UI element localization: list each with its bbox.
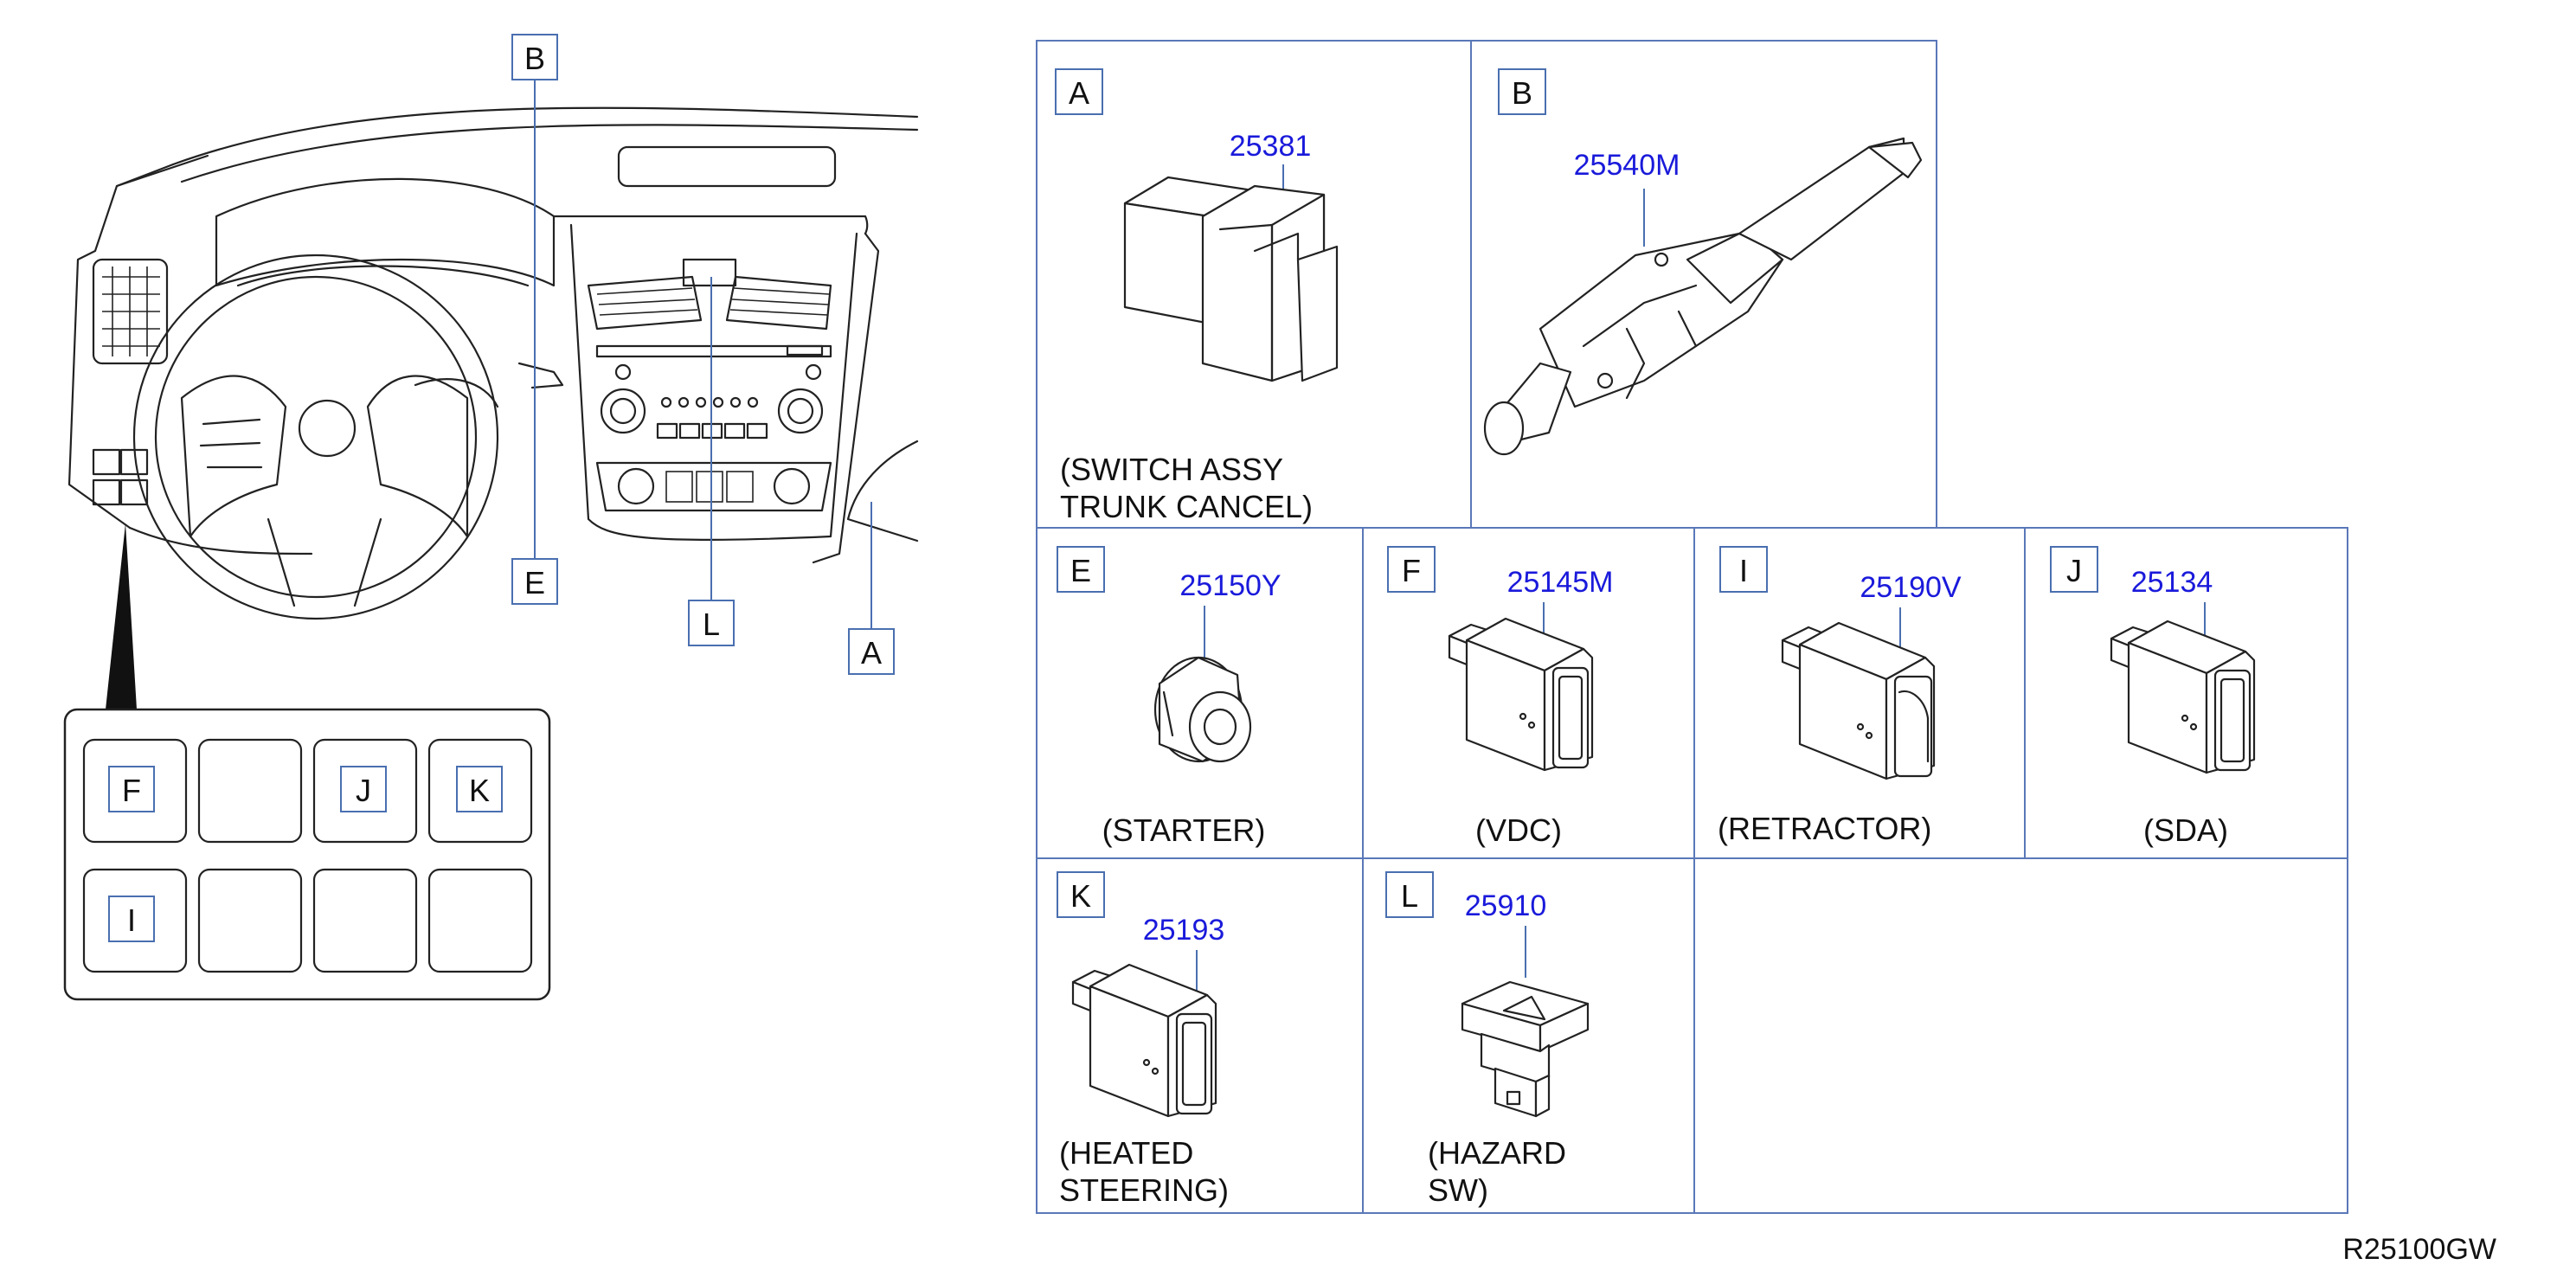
switch-slot-k[interactable] [456, 766, 503, 812]
panel-i-letter-box [1719, 546, 1768, 593]
panel-b-letter: B [1512, 75, 1532, 111]
panel-l-letter-box [1385, 871, 1434, 918]
callout-b-letter: B [524, 41, 545, 76]
panel-j-part-number[interactable]: 25134 [2131, 566, 2213, 599]
panel-a-caption-1: (SWITCH ASSY [1060, 452, 1283, 487]
switch-slot-f-letter: F [122, 773, 141, 808]
switch-slot-j[interactable] [340, 766, 387, 812]
panel-i-caption: (RETRACTOR) [1718, 811, 1931, 846]
panel-a-part-number[interactable]: 25381 [1230, 130, 1312, 163]
panel-l-letter: L [1401, 878, 1418, 914]
callout-b[interactable] [511, 34, 558, 80]
panel-b[interactable]: B 25540M [1483, 68, 1923, 456]
combination-switch-drawing [1483, 137, 1923, 456]
panel-e-letter-box [1057, 546, 1105, 593]
panel-a-letter: A [1069, 75, 1089, 111]
panel-e-caption: (STARTER) [1102, 812, 1266, 848]
panel-k-letter: K [1070, 878, 1091, 914]
panel-b-part-number[interactable]: 25540M [1574, 149, 1680, 182]
panel-k-caption-1: (HEATED [1059, 1135, 1193, 1171]
dashboard-illustration [67, 106, 919, 709]
switch-slot-f[interactable] [108, 766, 155, 812]
reference-code: R25100GW [2342, 1233, 2496, 1266]
switch-slot-k-letter: K [469, 773, 490, 808]
switch-slot-i-letter: I [127, 902, 136, 938]
vdc-switch-drawing [1448, 617, 1594, 772]
panel-a[interactable]: A 25381 (SWITCH ASSY TRUNK CANCEL) [1055, 68, 1339, 524]
panel-j-caption: (SDA) [2143, 812, 2228, 848]
callout-e-letter: E [524, 565, 545, 600]
panel-k[interactable]: K 25193 (HEATED STEERING) [1057, 871, 1229, 1208]
callout-l-letter: L [703, 607, 720, 642]
panel-k-part-number[interactable]: 25193 [1143, 914, 1225, 947]
panel-j-letter-box [2050, 546, 2098, 593]
panel-j-letter: J [2066, 553, 2082, 588]
panel-f[interactable]: F 25145M (VDC) [1387, 546, 1614, 848]
panel-l-caption-1: (HAZARD [1428, 1135, 1566, 1171]
callout-a-letter: A [861, 635, 882, 671]
panel-f-letter: F [1402, 553, 1421, 588]
panel-k-caption-2: STEERING) [1059, 1172, 1229, 1208]
parts-grid [1036, 40, 2348, 1214]
callout-l[interactable] [688, 600, 735, 646]
panel-l[interactable]: L 25910 (HAZARD SW) [1385, 871, 1590, 1208]
heated-steering-switch-drawing [1071, 963, 1217, 1118]
panel-f-caption: (VDC) [1475, 812, 1562, 848]
panel-a-letter-box [1055, 68, 1103, 115]
panel-e[interactable]: E 25150Y (STARTER) [1057, 546, 1282, 848]
retractor-switch-drawing [1781, 621, 1936, 780]
panel-f-letter-box [1387, 546, 1436, 593]
panel-f-part-number[interactable]: 25145M [1507, 566, 1614, 599]
trunk-cancel-switch-drawing [1123, 176, 1339, 382]
panel-j[interactable]: J 25134 (SDA) [2050, 546, 2256, 848]
switch-panel: F J K I [63, 708, 551, 1001]
switch-slot-j-letter: J [356, 773, 371, 808]
dashboard-callouts: B E L A [511, 34, 895, 675]
panel-l-part-number[interactable]: 25910 [1465, 889, 1547, 922]
starter-switch-drawing [1153, 656, 1252, 763]
callout-e[interactable] [511, 558, 558, 605]
sda-switch-drawing [2110, 620, 2256, 774]
panel-k-letter-box [1057, 871, 1105, 918]
switch-slot-i[interactable] [108, 896, 155, 942]
panel-i-part-number[interactable]: 25190V [1860, 571, 1962, 604]
panel-l-caption-2: SW) [1428, 1172, 1488, 1208]
panel-b-letter-box [1498, 68, 1546, 115]
panel-i[interactable]: I 25190V (RETRACTOR) [1718, 546, 1962, 846]
panel-i-letter: I [1739, 553, 1748, 588]
panel-e-letter: E [1070, 553, 1091, 588]
hazard-switch-drawing [1461, 980, 1590, 1118]
panel-e-part-number[interactable]: 25150Y [1179, 569, 1281, 602]
panel-a-caption-2: TRUNK CANCEL) [1060, 489, 1313, 524]
callout-a[interactable] [848, 628, 895, 675]
